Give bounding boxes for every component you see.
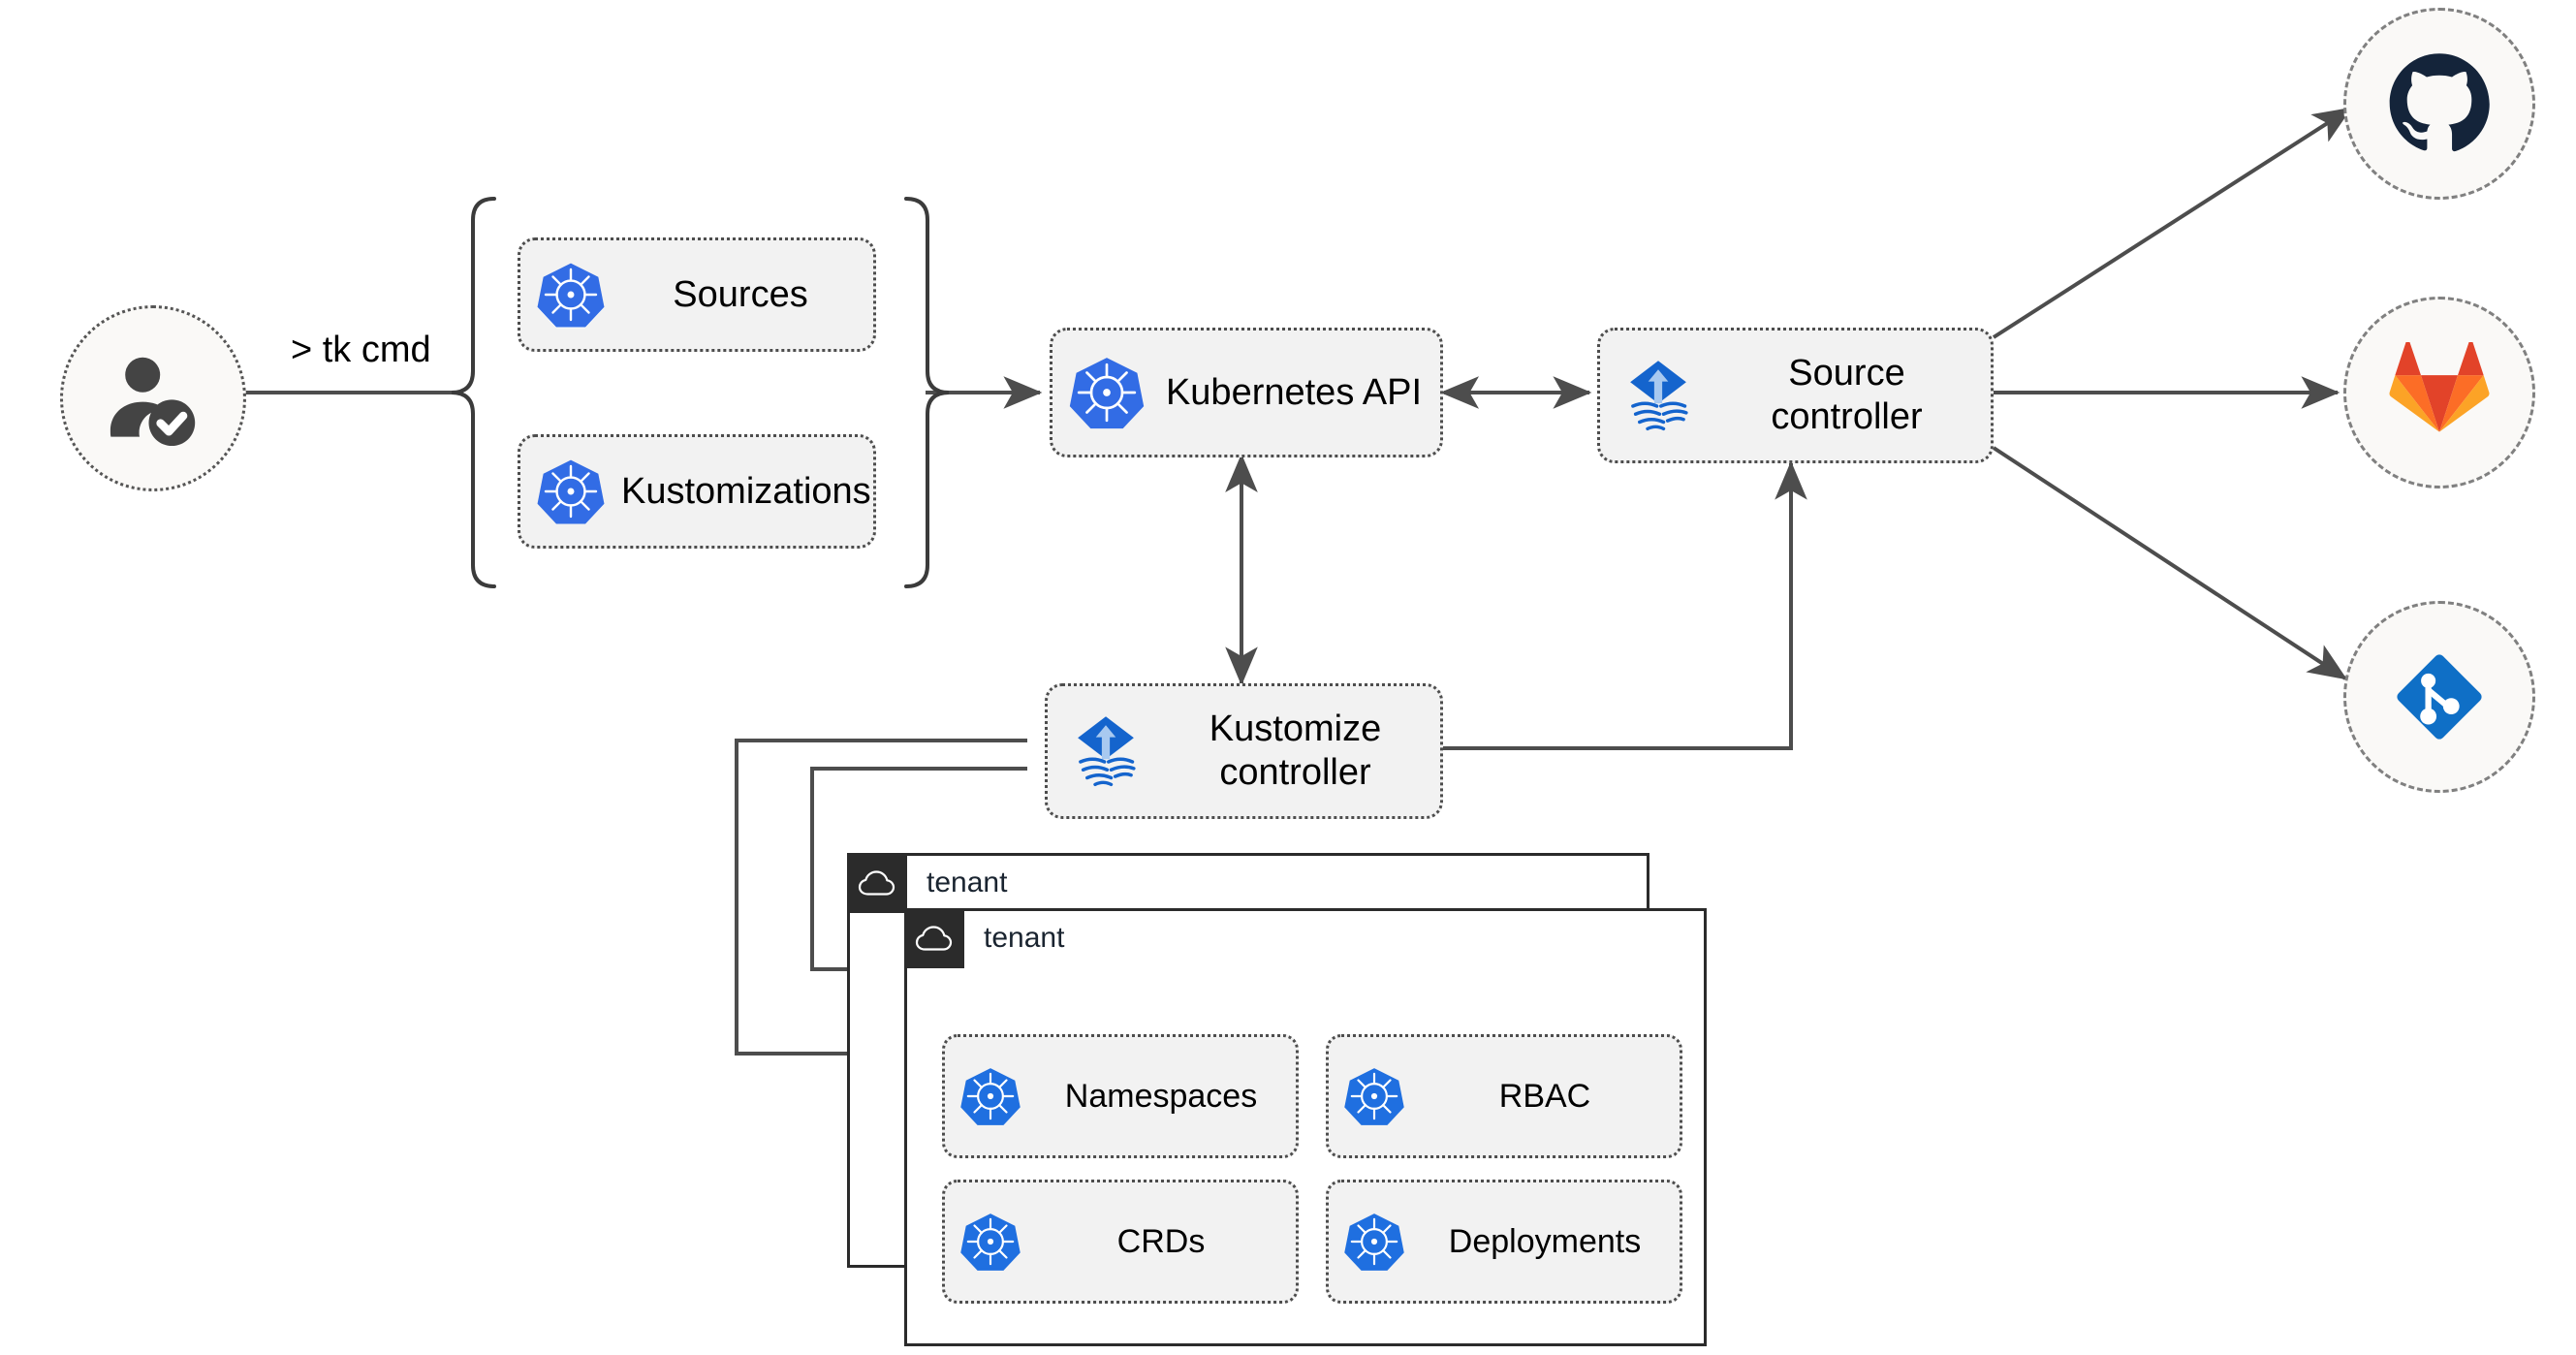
tenant-resource-rbac-label: RBAC bbox=[1498, 1077, 1591, 1115]
tenant-resource-namespaces-label: Namespaces bbox=[1064, 1077, 1258, 1115]
user-actor[interactable] bbox=[60, 305, 246, 491]
resource-kustomizations-label: Kustomizations bbox=[621, 470, 871, 512]
cloud-icon bbox=[904, 908, 964, 968]
kubernetes-icon bbox=[1052, 353, 1161, 432]
kubernetes-icon bbox=[945, 1210, 1036, 1274]
repo-gitlab[interactable] bbox=[2343, 297, 2535, 488]
kubernetes-icon bbox=[520, 456, 621, 527]
node-source-controller[interactable]: Source controller bbox=[1597, 328, 1994, 463]
gitlab-icon bbox=[2389, 342, 2490, 432]
resource-sources[interactable]: Sources bbox=[518, 237, 876, 352]
resource-kustomizations[interactable]: Kustomizations bbox=[518, 434, 876, 549]
tenant-card-back-title: tenant bbox=[927, 867, 1008, 898]
git-icon bbox=[2397, 654, 2482, 740]
tenant-resource-rbac[interactable]: RBAC bbox=[1326, 1034, 1682, 1158]
cloud-icon bbox=[847, 853, 907, 913]
kubernetes-icon bbox=[1329, 1210, 1420, 1274]
tenant-resource-deployments-label: Deployments bbox=[1448, 1222, 1642, 1260]
wire-kustomize-source bbox=[1443, 460, 1807, 750]
tenant-card-front-title: tenant bbox=[984, 922, 1065, 954]
command-label: > tk cmd bbox=[291, 330, 431, 370]
flux-icon bbox=[1600, 353, 1716, 438]
tenant-resource-crds[interactable]: CRDs bbox=[942, 1180, 1299, 1304]
kubernetes-icon bbox=[1329, 1064, 1420, 1128]
kubernetes-icon bbox=[945, 1064, 1036, 1128]
github-icon bbox=[2389, 53, 2490, 152]
tenant-resource-crds-label: CRDs bbox=[1116, 1222, 1206, 1260]
node-kubernetes-api[interactable]: Kubernetes API bbox=[1050, 328, 1443, 457]
tenant-card-front-header: tenant bbox=[904, 908, 1064, 968]
user-verified-icon bbox=[110, 357, 196, 447]
tenant-resource-deployments[interactable]: Deployments bbox=[1326, 1180, 1682, 1304]
repo-github[interactable] bbox=[2343, 8, 2535, 200]
node-kustomize-controller-label: Kustomize controller bbox=[1209, 709, 1382, 793]
tenant-resource-grid: Namespaces RBAC bbox=[942, 1034, 1682, 1304]
tenant-card-back-header: tenant bbox=[847, 853, 1007, 913]
tenant-resource-namespaces[interactable]: Namespaces bbox=[942, 1034, 1299, 1158]
wire-source-git bbox=[1992, 446, 2348, 680]
wire-source-github bbox=[1992, 107, 2353, 339]
tenant-card-front[interactable]: tenant Namespaces bbox=[904, 908, 1707, 1346]
resource-sources-label: Sources bbox=[673, 273, 808, 315]
flux-icon bbox=[1048, 709, 1164, 794]
node-source-controller-label: Source controller bbox=[1771, 353, 1923, 437]
node-kubernetes-api-label: Kubernetes API bbox=[1165, 371, 1423, 413]
kubernetes-icon bbox=[520, 259, 621, 331]
repo-git[interactable] bbox=[2343, 601, 2535, 793]
node-kustomize-controller[interactable]: Kustomize controller bbox=[1045, 683, 1443, 819]
